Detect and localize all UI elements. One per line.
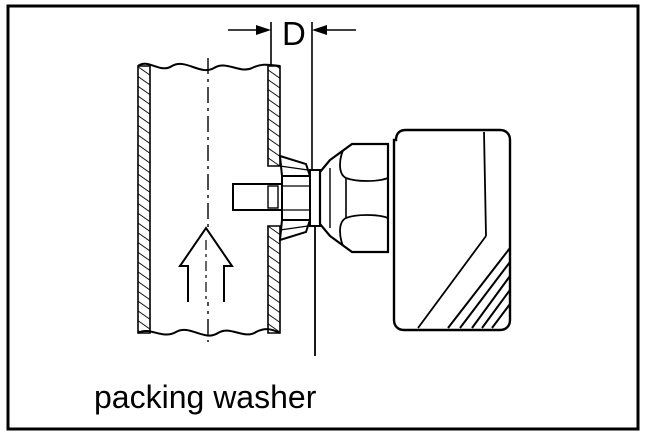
sensor-housing xyxy=(392,128,512,332)
dimension-arrow-left-icon xyxy=(256,25,271,35)
hex-nut xyxy=(318,142,390,254)
weld-socket xyxy=(278,154,312,242)
pipe xyxy=(137,58,281,342)
dimension-arrow-right-icon xyxy=(312,25,327,35)
packing-washer xyxy=(309,169,321,227)
frame-border xyxy=(6,4,640,431)
dimension-label: D xyxy=(282,15,306,52)
pipe-top-break xyxy=(137,62,281,71)
pipe-bottom-break xyxy=(137,328,281,337)
dimension-d: D xyxy=(228,15,356,356)
probe-thread xyxy=(232,175,311,221)
pipe-right-wall-lower xyxy=(267,225,281,334)
pipe-left-wall xyxy=(137,65,151,334)
pipe-right-wall-upper xyxy=(267,65,281,167)
caption-packing-washer: packing washer xyxy=(94,379,317,415)
